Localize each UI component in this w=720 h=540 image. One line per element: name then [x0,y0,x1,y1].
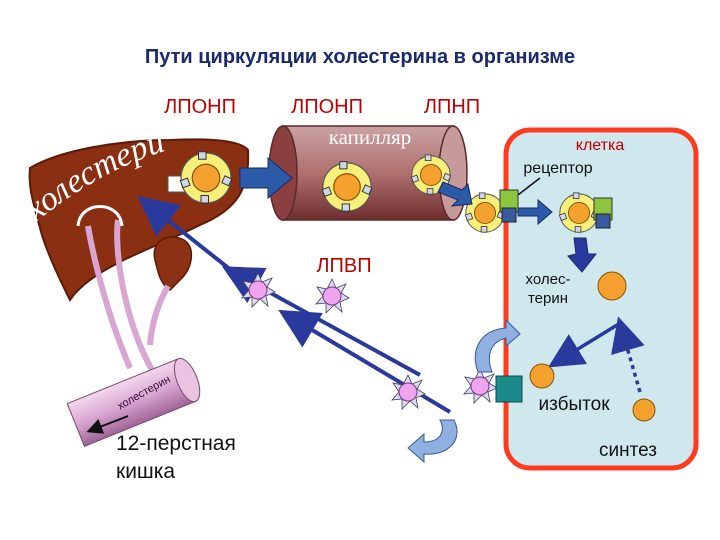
label-excess: избыток [538,394,610,415]
hdl-particle-2-icon [315,278,350,314]
label-lpnp: ЛПНП [424,96,480,118]
bile-duct-loop [76,205,124,227]
arrow-capillary-to-ldl [437,181,473,207]
label-cell: клетка [576,137,625,154]
label-duodenum-line1: 12-перстная [116,432,236,455]
label-receptor: рецептор [523,160,592,177]
diagram-title: Пути циркуляции холестерина в организме [145,46,575,68]
hdl-particle-4-icon [463,368,498,404]
label-lponp-1: ЛПОНП [164,96,236,118]
label-synthesis: синтез [599,440,657,461]
label-lpvp: ЛПВП [316,255,371,277]
label-cholesterol-cell-line1: холес- [526,271,571,288]
excess-dot [529,363,555,389]
bile-duct-left [85,225,133,370]
arrow-liver-to-hdl [137,196,238,276]
gallbladder [153,236,193,291]
bile-duct-right [114,219,155,372]
arrow-out-of-tube [86,415,129,434]
cystic-duct [147,284,171,346]
label-duodenum-line2: кишка [116,460,175,483]
label-capillary: капилляр [329,125,412,149]
cell-body [503,127,699,471]
arrow-ldl-to-cell [517,198,553,226]
receptor-icon [499,189,519,223]
arrow-liver-to-capillary [239,156,293,200]
membrane-transporter [495,375,523,403]
label-lponp-2: ЛПОНП [291,96,363,118]
label-cholesterol-cell-line2: терин [528,290,568,307]
synthesis-dot [632,398,656,422]
curved-arrow-down [407,419,458,464]
arrow-cell-down [567,237,598,273]
receptor-cell-icon [593,197,613,229]
arrow-hdl-return [278,309,452,414]
cholesterol-cell-dot [597,271,627,301]
curved-arrow-up [474,318,521,373]
arrow-synthesis [611,316,645,393]
